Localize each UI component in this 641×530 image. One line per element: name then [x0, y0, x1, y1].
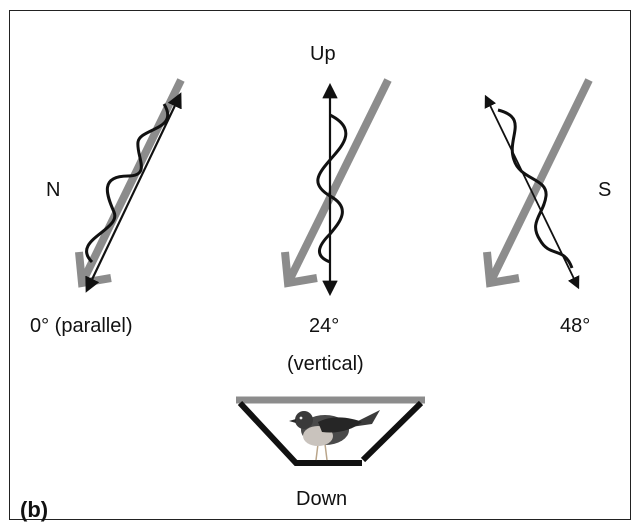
- robin-bird-icon: [289, 410, 380, 461]
- light-wave: [85, 103, 170, 264]
- angle-48-label: 48°: [560, 315, 590, 337]
- angle-48-configuration: S 48°: [483, 78, 611, 337]
- field-arrowhead: [281, 251, 318, 288]
- angle-vertical-value-label: 24°: [309, 315, 339, 337]
- emlen-funnel: Down: [236, 396, 425, 510]
- parallel-configuration: N 0° (parallel): [30, 78, 185, 337]
- south-label: S: [598, 179, 611, 201]
- funnel-left-wall: [237, 400, 362, 466]
- light-wave: [497, 108, 574, 269]
- funnel-right-wall: [360, 400, 424, 463]
- up-label: Up: [310, 43, 336, 65]
- field-line-arrow: [284, 78, 392, 285]
- up-down-axis-arrow: [85, 92, 182, 293]
- down-label: Down: [296, 488, 347, 510]
- light-wave: [316, 113, 348, 264]
- angle-parallel-label: 0° (parallel): [30, 315, 132, 337]
- north-label: N: [46, 179, 60, 201]
- angle-vertical-note-label: (vertical): [287, 353, 364, 375]
- vertical-configuration: Up 24° (vertical): [281, 43, 392, 375]
- panel-label: (b): [20, 497, 48, 522]
